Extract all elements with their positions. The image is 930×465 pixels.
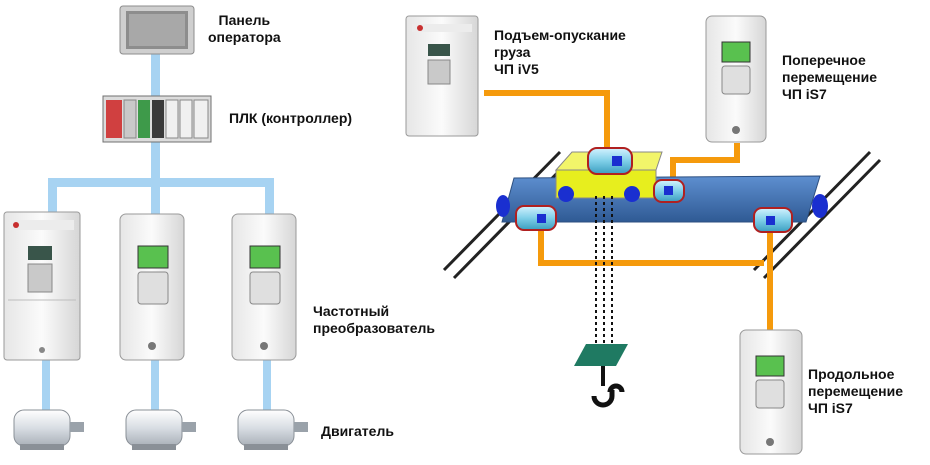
label-line: ЧП iV5 [494,61,539,77]
inverter-icon [119,213,185,361]
traverse-motor-icon [653,179,685,203]
inverter-icon [405,15,479,137]
hoist-motor-icon [587,147,633,175]
communication-bus [42,52,274,410]
label-line: перемещение [782,69,877,85]
longitudinal-motor-icon [753,207,793,233]
longitudinal-motor-icon [515,205,557,231]
inverter-icon [739,329,803,455]
label-line: Панель [218,12,271,28]
label-line: ЧП iS7 [782,86,827,102]
motor-icon [125,409,196,450]
label-line: Частотный [313,303,390,319]
label-line: перемещение [808,383,903,399]
inverter-icon [705,15,767,143]
longitudinal-label: Продольное перемещение ЧП iS7 [808,366,903,417]
motor-icon [237,409,308,450]
motor-icon [13,409,84,450]
hoist-label: Подъем-опускание груза ЧП iV5 [494,27,626,78]
inverter-icon [3,211,81,361]
hook-icon [574,344,628,408]
label-line: Продольное [808,366,895,382]
operator-panel-label: Панель оператора [208,12,281,46]
motor-label: Двигатель [321,423,394,439]
label-line: груза [494,44,531,60]
label-line: Подъем-опускание [494,27,626,43]
operator-panel-icon [119,5,195,55]
frequency-converter-label: Частотный преобразователь [313,303,435,337]
plc-icon [102,95,212,143]
plc-label: ПЛК (контроллер) [229,110,353,126]
inverter-icon [231,213,297,361]
label-line: ЧП iS7 [808,400,853,416]
power-lines [484,90,773,330]
label-line: Поперечное [782,52,866,68]
label-line: преобразователь [313,320,436,336]
traverse-label: Поперечное перемещение ЧП iS7 [782,52,877,103]
label-line: оператора [208,29,281,45]
hoist-ropes [595,196,613,344]
